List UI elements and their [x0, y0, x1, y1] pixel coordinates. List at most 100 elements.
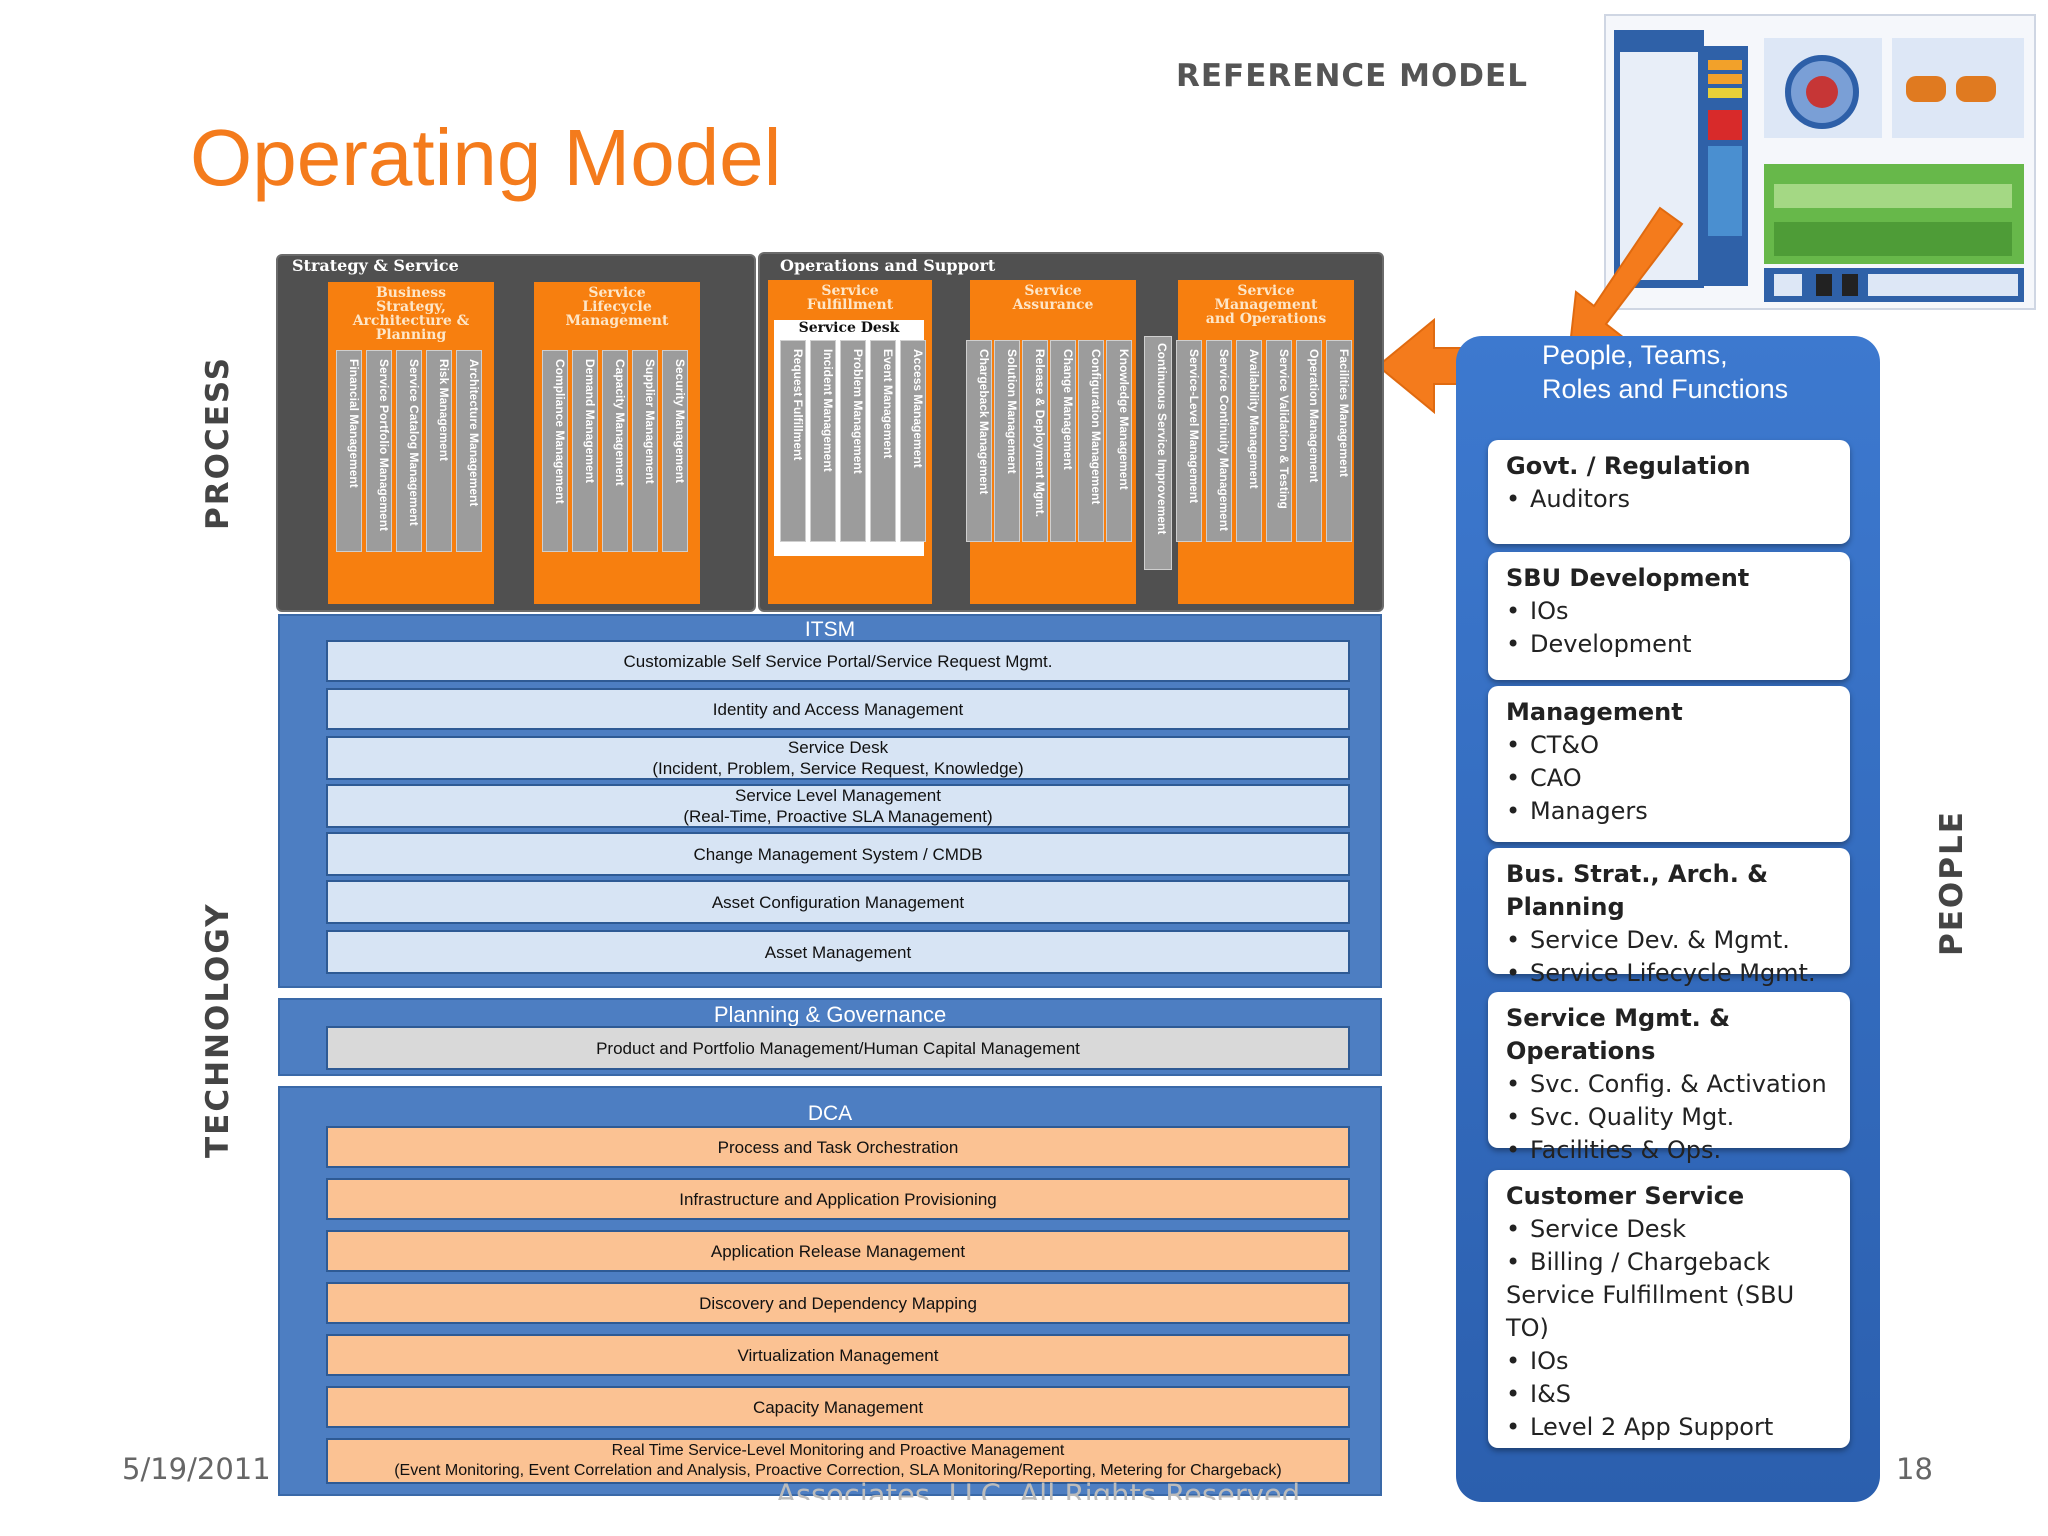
footer-copyright: Associates, LLC. All Rights Reserved. [776, 1478, 1310, 1500]
card-item: IOs [1506, 595, 1832, 628]
process-bar: Access Management [900, 340, 926, 542]
process-bar: Capacity Management [602, 350, 628, 552]
dca-row: Real Time Service-Level Monitoring and P… [326, 1438, 1350, 1484]
people-panel: People, Teams, Roles and Functions Govt.… [1456, 336, 1880, 1502]
process-bar: Service Validation & Testing [1266, 340, 1292, 542]
process-bar: Supplier Management [632, 350, 658, 552]
process-bar: Change Management [1050, 340, 1076, 542]
people-header: People, Teams, Roles and Functions [1542, 340, 1789, 404]
people-card: ManagementCT&OCAOManagers [1488, 686, 1850, 842]
people-card: Customer ServiceService DeskBilling / Ch… [1488, 1170, 1850, 1448]
card-item: Development [1506, 628, 1832, 661]
itsm-row: Asset Configuration Management [326, 880, 1350, 924]
itsm-panel: ITSM Customizable Self Service Portal/Se… [278, 614, 1382, 988]
process-bar: Service Catalog Management [396, 350, 422, 552]
column-heading: Service Fulfillment [806, 283, 894, 313]
column-heading: Business Strategy, Architecture & Planni… [352, 285, 470, 343]
process-bar: Architecture Management [456, 350, 482, 552]
card-item: IOs [1506, 1345, 1832, 1378]
dca-row: Capacity Management [326, 1386, 1350, 1428]
technology-side-label: TECHNOLOGY [200, 902, 236, 1158]
card-item: CAO [1506, 762, 1832, 795]
card-item: Service Dev. & Mgmt. [1506, 924, 1832, 957]
reference-model-image [1614, 30, 2024, 302]
itsm-row: Service Desk(Incident, Problem, Service … [326, 736, 1350, 780]
card-heading: Service Mgmt. & Operations [1506, 1004, 1731, 1065]
page-title: Operating Model [190, 113, 782, 202]
footer-page-number: 18 [1896, 1452, 1933, 1486]
process-bar: Risk Management [426, 350, 452, 552]
column-heading: Service Assurance [1012, 283, 1094, 313]
process-bar: Configuration Management [1078, 340, 1104, 542]
process-bar: Service Portfolio Management [366, 350, 392, 552]
process-bar: Demand Management [572, 350, 598, 552]
card-heading: Management [1506, 698, 1683, 726]
service-desk-label: Service Desk [798, 320, 900, 336]
people-side-label: PEOPLE [1934, 810, 1970, 956]
planning-governance-panel: Planning & Governance Product and Portfo… [278, 998, 1382, 1076]
card-heading: Govt. / Regulation [1506, 452, 1751, 480]
itsm-row: Service Level Management(Real-Time, Proa… [326, 784, 1350, 828]
dca-title: DCA [807, 1102, 853, 1125]
process-bar: Financial Management [336, 350, 362, 552]
footer-date: 5/19/2011 [122, 1452, 271, 1486]
process-bar: Problem Management [840, 340, 866, 542]
process-bar: Chargeback Management [966, 340, 992, 542]
reference-model-thumbnail [1604, 14, 2036, 310]
dca-row: Infrastructure and Application Provision… [326, 1178, 1350, 1220]
process-bar: Availability Management [1236, 340, 1262, 542]
strategy-service-group: Strategy & Service Business Strategy, Ar… [276, 254, 756, 612]
planning-governance-title: Planning & Governance [713, 1002, 947, 1027]
column-heading: Service Lifecycle Management [565, 285, 669, 329]
process-bar: Compliance Management [542, 350, 568, 552]
itsm-row: Customizable Self Service Portal/Service… [326, 640, 1350, 682]
reference-model-label: REFERENCE MODEL [1176, 58, 1528, 94]
dca-row: Application Release Management [326, 1230, 1350, 1272]
itsm-title: ITSM [804, 618, 856, 641]
column-heading: Service Management and Operations [1205, 283, 1327, 327]
itsm-row: Change Management System / CMDB [326, 832, 1350, 876]
process-bar: Event Management [870, 340, 896, 542]
card-item: CT&O [1506, 729, 1832, 762]
process-bar: Knowledge Management [1106, 340, 1132, 542]
group-title: Operations and Support [780, 256, 996, 275]
people-card: SBU DevelopmentIOsDevelopment [1488, 552, 1850, 680]
dca-panel: DCA Process and Task Orchestration Infra… [278, 1086, 1382, 1496]
process-bar: Request Fulfillment [780, 340, 806, 542]
card-item: Auditors [1506, 483, 1832, 516]
card-item: Svc. Config. & Activation [1506, 1068, 1832, 1101]
card-heading: Customer Service [1506, 1182, 1745, 1210]
card-heading: Bus. Strat., Arch. & Planning [1506, 860, 1769, 921]
process-bar: Facilities Management [1326, 340, 1352, 542]
card-item: Service Desk [1506, 1213, 1832, 1246]
card-item: Facilities & Ops. [1506, 1134, 1832, 1167]
process-bar: Service-Level Management [1176, 340, 1202, 542]
group-title: Strategy & Service [292, 256, 459, 275]
operations-support-group: Operations and Support Service Fulfillme… [758, 252, 1384, 612]
itsm-row: Asset Management [326, 930, 1350, 974]
card-item: I&S [1506, 1378, 1832, 1411]
process-bar: Solution Management [994, 340, 1020, 542]
card-item: Billing / Chargeback [1506, 1246, 1832, 1279]
card-item: Svc. Quality Mgt. [1506, 1101, 1832, 1134]
dca-row: Virtualization Management [326, 1334, 1350, 1376]
people-card: Service Mgmt. & OperationsSvc. Config. &… [1488, 992, 1850, 1164]
dca-row: Process and Task Orchestration [326, 1126, 1350, 1168]
planning-row: Product and Portfolio Management/Human C… [326, 1026, 1350, 1070]
itsm-row: Identity and Access Management [326, 688, 1350, 730]
people-card: Govt. / RegulationAuditors [1488, 440, 1850, 544]
card-item: Level 2 App Support [1506, 1411, 1832, 1444]
card-item: Service Fulfillment (SBU TO) [1506, 1281, 1795, 1342]
process-bar: Security Management [662, 350, 688, 552]
card-item: Service Lifecycle Mgmt. [1506, 957, 1832, 990]
process-side-label: PROCESS [200, 355, 236, 530]
card-heading: SBU Development [1506, 564, 1750, 592]
process-bar: Operation Management [1296, 340, 1322, 542]
dca-row: Discovery and Dependency Mapping [326, 1282, 1350, 1324]
process-bar: Service Continuity Management [1206, 340, 1232, 542]
process-bar: Incident Management [810, 340, 836, 542]
card-item: Managers [1506, 795, 1832, 828]
continuous-improvement-column: Continuous Service Improvement [1144, 336, 1172, 570]
process-bar: Release & Deployment Mgmt. [1022, 340, 1048, 542]
